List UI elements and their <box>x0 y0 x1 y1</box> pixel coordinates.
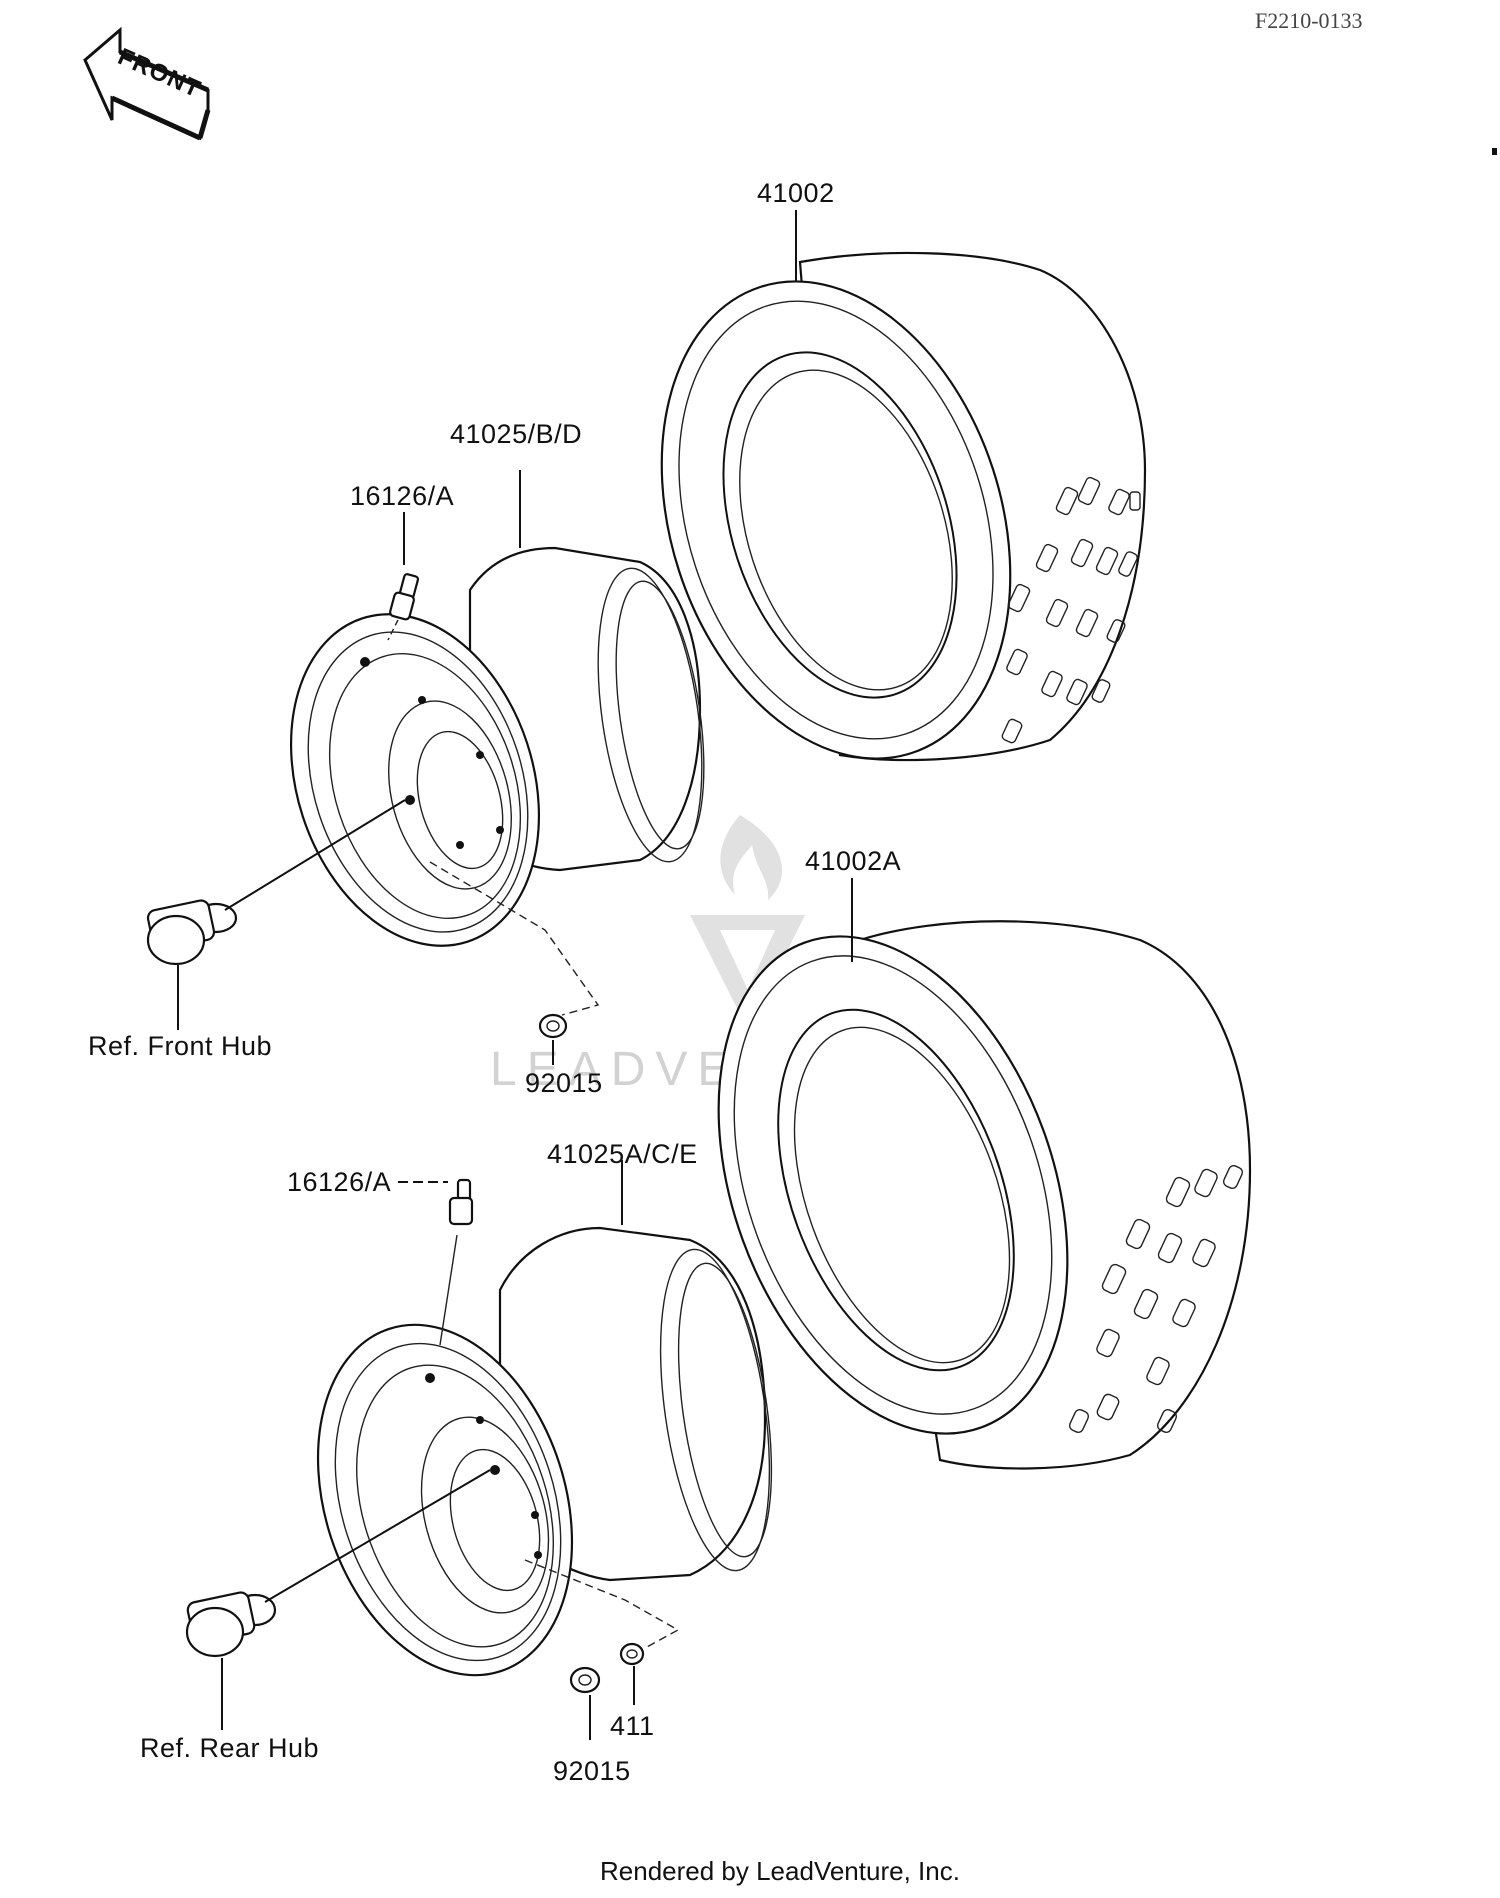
diagram-code: F2210-0133 <box>1255 8 1363 33</box>
label-tire-rear: 41002A <box>805 846 901 876</box>
washer-rear <box>619 1642 645 1666</box>
label-nut-rear: 92015 <box>553 1756 631 1786</box>
tire-rear <box>717 920 1252 1470</box>
nut-rear <box>569 1666 601 1694</box>
label-tire-front: 41002 <box>757 178 835 208</box>
leader-nut-rear-dash <box>524 1559 680 1649</box>
tire-front <box>660 251 1147 762</box>
label-wheel-rear: 41025A/C/E <box>547 1139 698 1169</box>
label-wheel-front: 41025/B/D <box>450 419 582 449</box>
wheel-front <box>289 546 705 947</box>
label-nut-front: 92015 <box>525 1068 603 1098</box>
rear-hub-ref <box>185 1591 277 1658</box>
leader-hub-rear <box>264 1469 491 1603</box>
front-arrow-icon: FRONT <box>83 26 211 141</box>
margin-mark <box>1492 148 1497 155</box>
label-valve-rear: 16126/A <box>287 1167 391 1197</box>
label-valve-front: 16126/A <box>350 481 454 511</box>
leader-nut-front-dash <box>429 861 600 1016</box>
leadventure-logo-icon <box>690 815 805 1030</box>
leader-valve-rear-down <box>439 1234 458 1346</box>
footer-credit: Rendered by LeadVenture, Inc. <box>600 1856 960 1886</box>
nut-front <box>538 1013 568 1039</box>
front-hub-ref <box>146 899 238 966</box>
label-washer-rear: 411 <box>610 1711 655 1741</box>
label-ref-rear-hub: Ref. Rear Hub <box>140 1733 319 1763</box>
valve-front <box>389 573 420 621</box>
label-ref-front-hub: Ref. Front Hub <box>88 1031 272 1061</box>
valve-rear <box>448 1178 474 1226</box>
wheel-rear <box>316 1226 773 1677</box>
leader-hub-front <box>224 799 406 911</box>
